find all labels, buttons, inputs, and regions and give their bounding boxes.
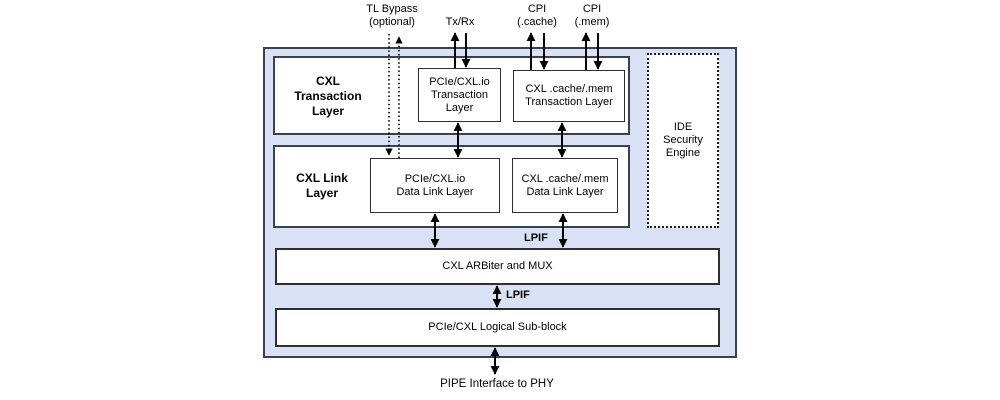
cpi-mem-label: CPI (.mem) xyxy=(574,3,610,28)
lpif-upper-label: LPIF xyxy=(524,232,548,244)
cxl-cachemem-transaction-layer-block: CXL .cache/.mem Transaction Layer xyxy=(513,70,625,122)
cpi-cache-label: CPI (.cache) xyxy=(517,3,557,28)
tl-bypass-label: TL Bypass (optional) xyxy=(366,3,418,28)
pcie-cxl-logical-subblock-block: PCIe/CXL Logical Sub-block xyxy=(275,308,720,347)
cxl-cachemem-data-link-layer-block: CXL .cache/.mem Data Link Layer xyxy=(512,158,618,213)
transaction-layer-label: CXL Transaction Layer xyxy=(294,74,362,118)
cxl-arbiter-mux-block: CXL ARBiter and MUX xyxy=(275,248,720,285)
link-layer-label: CXL Link Layer xyxy=(296,171,348,200)
lpif-lower-label: LPIF xyxy=(506,289,530,301)
pcie-cxlio-transaction-layer-block: PCIe/CXL.io Transaction Layer xyxy=(418,68,501,122)
ide-security-engine-block: IDE Security Engine xyxy=(647,53,719,228)
txrx-label: Tx/Rx xyxy=(445,16,475,28)
pipe-interface-label: PIPE Interface to PHY xyxy=(440,378,554,390)
pcie-cxlio-data-link-layer-block: PCIe/CXL.io Data Link Layer xyxy=(370,158,500,213)
